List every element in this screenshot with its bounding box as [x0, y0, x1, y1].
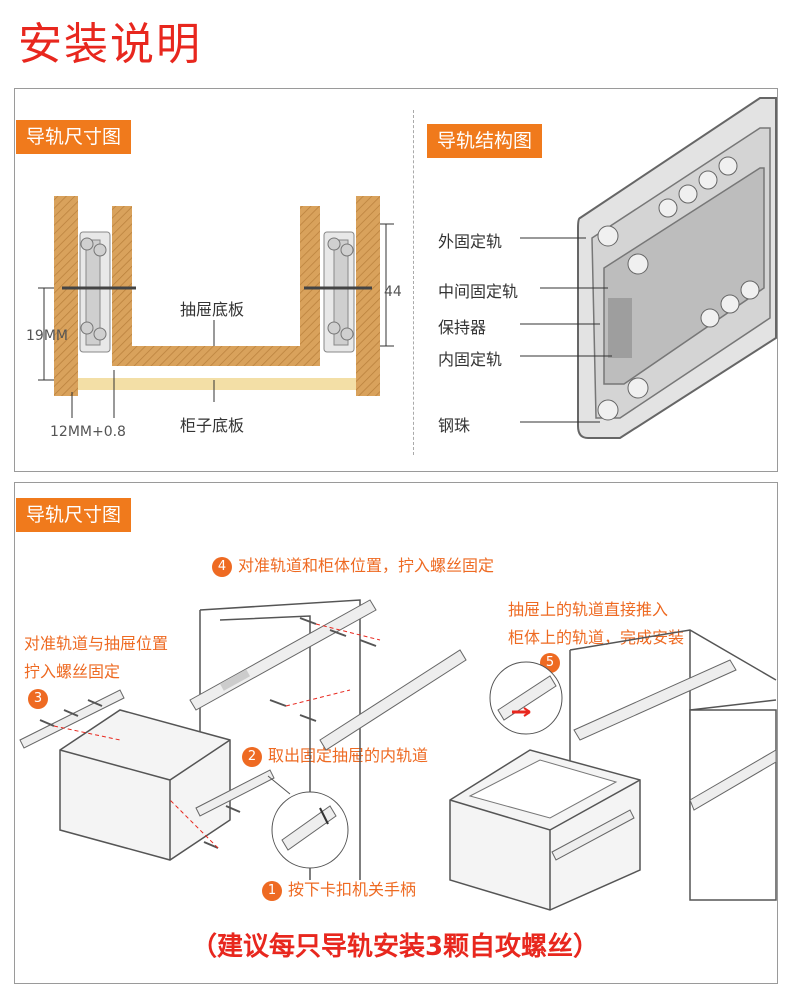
- retainer: [608, 298, 632, 358]
- step3-number: 3: [28, 689, 48, 709]
- step2-caption: 2 取出固定抽屉的内轨道: [242, 742, 428, 767]
- cabinet-wall-right: [356, 196, 380, 396]
- ball-4: [627, 377, 649, 399]
- cabinet-wall-left: [54, 196, 78, 396]
- step2-number: 2: [242, 747, 262, 767]
- structure-drawing: [577, 97, 777, 439]
- inner-rail: [603, 167, 765, 385]
- cabinet-bottom-board: [78, 378, 356, 390]
- step4-number: 4: [212, 557, 232, 577]
- cabinet-rail-upper: [189, 599, 377, 711]
- dimension-drawing: [38, 196, 394, 418]
- step1-caption: 1 按下卡扣机关手柄: [262, 876, 416, 901]
- cabinet-bottom-label: 柜子底板: [180, 416, 245, 435]
- slide-left: [62, 231, 136, 353]
- drawer-box: [59, 709, 231, 861]
- installation-drawing-left: [19, 599, 467, 880]
- middle-rail-label: 中间固定轨: [438, 282, 519, 301]
- ball-label: 钢珠: [438, 416, 471, 435]
- inner-rail-piece: [195, 769, 275, 817]
- structure-tag: 导轨结构图: [427, 124, 543, 158]
- step1-number: 1: [262, 881, 282, 901]
- step5-line2: 柜体上的轨道，完成安装: [508, 628, 685, 647]
- step5-line1: 抽屉上的轨道直接推入: [508, 600, 669, 619]
- cabinet-rail-right: [573, 659, 777, 811]
- ball-3: [597, 399, 619, 421]
- step1-text: 按下卡扣机关手柄: [288, 880, 417, 899]
- outer-rail-label: 外固定轨: [438, 232, 503, 251]
- step2-text: 取出固定抽屉的内轨道: [268, 746, 429, 765]
- height-19-label: 19MM: [26, 328, 68, 344]
- dimension-tag: 导轨尺寸图: [16, 120, 132, 154]
- ball-1: [597, 225, 619, 247]
- step4-caption: 4 对准轨道和柜体位置，拧入螺丝固定: [212, 552, 494, 577]
- cabinet-rail-lower: [319, 649, 467, 751]
- step3-line2: 拧入螺丝固定: [24, 662, 121, 681]
- step3-line1: 对准轨道与抽屉位置: [24, 634, 169, 653]
- installation-tag: 导轨尺寸图: [16, 498, 132, 532]
- retainer-label: 保持器: [438, 318, 487, 337]
- structure-leaders: [520, 237, 612, 423]
- width-12-label: 12MM+0.8: [50, 424, 126, 440]
- page-title: 安装说明: [18, 19, 202, 70]
- drawer-bottom-label: 抽屉底板: [180, 300, 245, 319]
- inner-rail-label: 内固定轨: [438, 350, 503, 369]
- step3-badge: 3: [28, 688, 54, 709]
- ball-2: [627, 253, 649, 275]
- drawer-body: [112, 206, 320, 366]
- installation-drawing-right: [449, 629, 777, 911]
- panel-divider: [413, 110, 414, 455]
- slide-right: [304, 231, 372, 353]
- screw-recommendation: （建议每只导轨安装3颗自攻螺丝）: [190, 932, 600, 962]
- step4-text: 对准轨道和柜体位置，拧入螺丝固定: [238, 556, 495, 575]
- height-44-label: 44: [384, 284, 402, 300]
